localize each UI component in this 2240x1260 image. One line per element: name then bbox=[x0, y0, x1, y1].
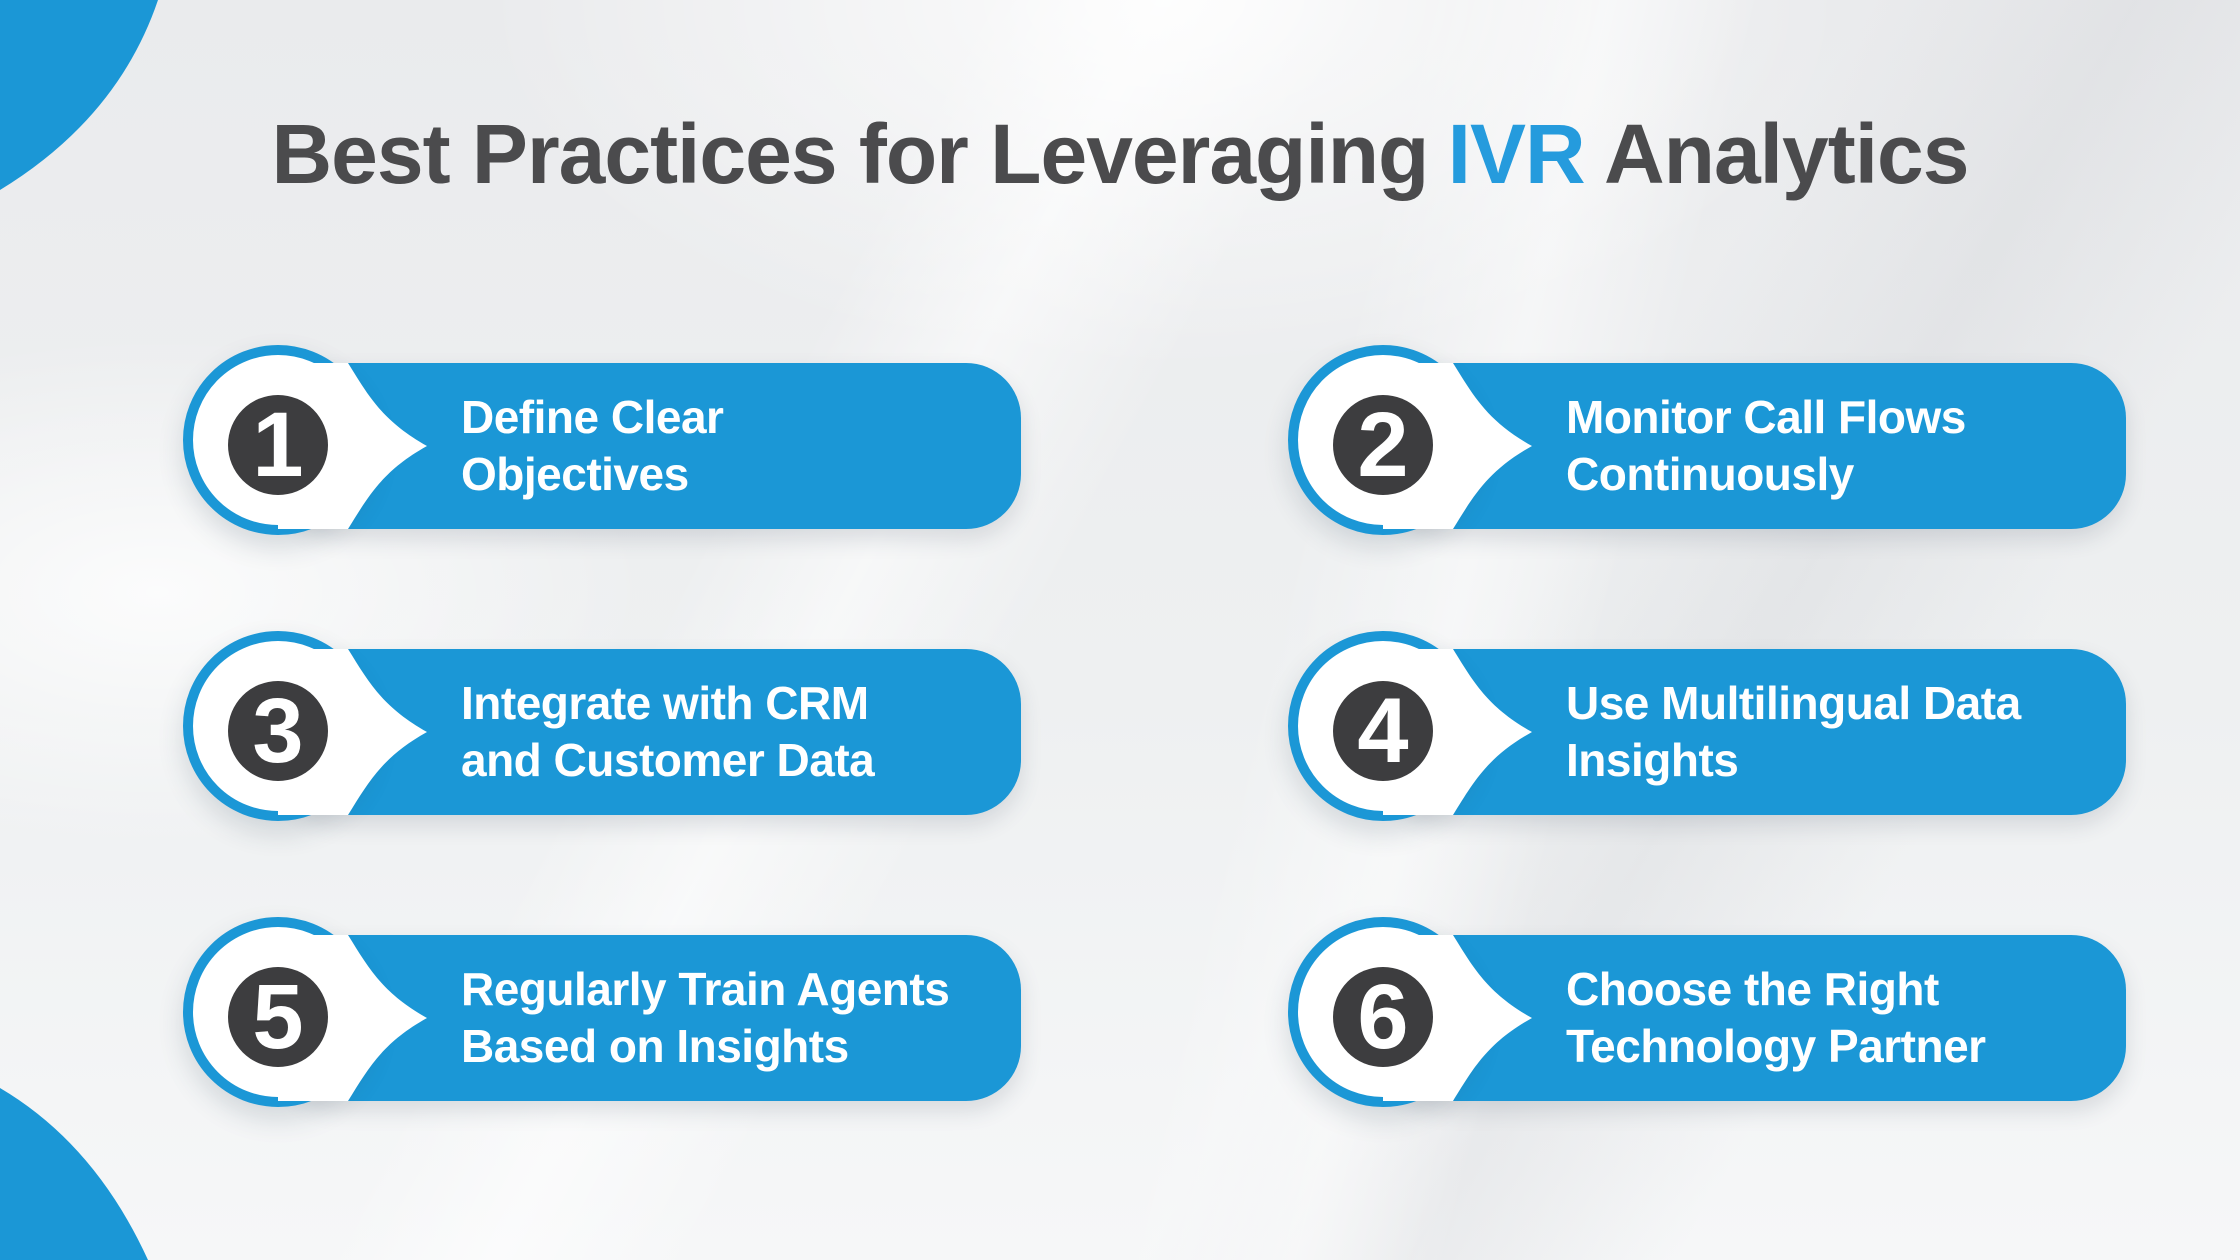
step-pointer-icon bbox=[1383, 935, 1532, 1101]
step-label-line1: Integrate with CRM bbox=[461, 677, 869, 729]
step-number-badge: 1 bbox=[228, 395, 328, 495]
title-highlight: IVR bbox=[1447, 107, 1586, 201]
step-item-6: 6 Choose the Right Technology Partner bbox=[1288, 917, 2126, 1107]
step-number: 6 bbox=[1357, 966, 1409, 1068]
step-item-2: 2 Monitor Call Flows Continuously bbox=[1288, 345, 2126, 535]
top-left-corner-accent-icon bbox=[0, 0, 158, 190]
step-number-badge: 4 bbox=[1333, 681, 1433, 781]
step-label-line2: Based on Insights bbox=[461, 1020, 849, 1072]
step-pointer-icon bbox=[1383, 649, 1532, 815]
step-number: 3 bbox=[252, 680, 304, 782]
title-suffix: Analytics bbox=[1603, 107, 1969, 201]
step-label: Monitor Call Flows Continuously bbox=[1566, 389, 2106, 503]
step-pointer-icon bbox=[1383, 363, 1532, 529]
step-pointer-icon bbox=[278, 649, 427, 815]
step-item-3: 3 Integrate with CRM and Customer Data bbox=[183, 631, 1021, 821]
step-label-line2: Technology Partner bbox=[1566, 1020, 1986, 1072]
step-label-line1: Choose the Right bbox=[1566, 963, 1939, 1015]
step-number-badge: 5 bbox=[228, 967, 328, 1067]
step-item-1: 1 Define Clear Objectives bbox=[183, 345, 1021, 535]
step-label: Integrate with CRM and Customer Data bbox=[461, 675, 1001, 789]
step-label-line1: Define Clear bbox=[461, 391, 724, 443]
step-label-line2: and Customer Data bbox=[461, 734, 875, 786]
step-number: 4 bbox=[1357, 680, 1409, 782]
bottom-left-corner-accent-icon bbox=[0, 1088, 148, 1260]
step-number-badge: 3 bbox=[228, 681, 328, 781]
step-number-badge: 6 bbox=[1333, 967, 1433, 1067]
step-item-5: 5 Regularly Train Agents Based on Insigh… bbox=[183, 917, 1021, 1107]
step-number: 5 bbox=[252, 966, 304, 1068]
step-label-line1: Use Multilingual Data bbox=[1566, 677, 2021, 729]
step-number: 1 bbox=[252, 394, 304, 496]
step-pointer-icon bbox=[278, 935, 427, 1101]
step-label: Choose the Right Technology Partner bbox=[1566, 961, 2106, 1075]
step-label-line2: Insights bbox=[1566, 734, 1739, 786]
step-number-badge: 2 bbox=[1333, 395, 1433, 495]
step-number: 2 bbox=[1357, 394, 1409, 496]
step-label-line1: Monitor Call Flows bbox=[1566, 391, 1966, 443]
step-label-line2: Continuously bbox=[1566, 448, 1854, 500]
step-label: Define Clear Objectives bbox=[461, 389, 1001, 503]
step-label: Regularly Train Agents Based on Insights bbox=[461, 961, 1001, 1075]
title-prefix: Best Practices for Leveraging bbox=[271, 107, 1430, 201]
step-pointer-icon bbox=[278, 363, 427, 529]
step-label: Use Multilingual Data Insights bbox=[1566, 675, 2106, 789]
step-label-line2: Objectives bbox=[461, 448, 689, 500]
step-label-line1: Regularly Train Agents bbox=[461, 963, 950, 1015]
step-item-4: 4 Use Multilingual Data Insights bbox=[1288, 631, 2126, 821]
